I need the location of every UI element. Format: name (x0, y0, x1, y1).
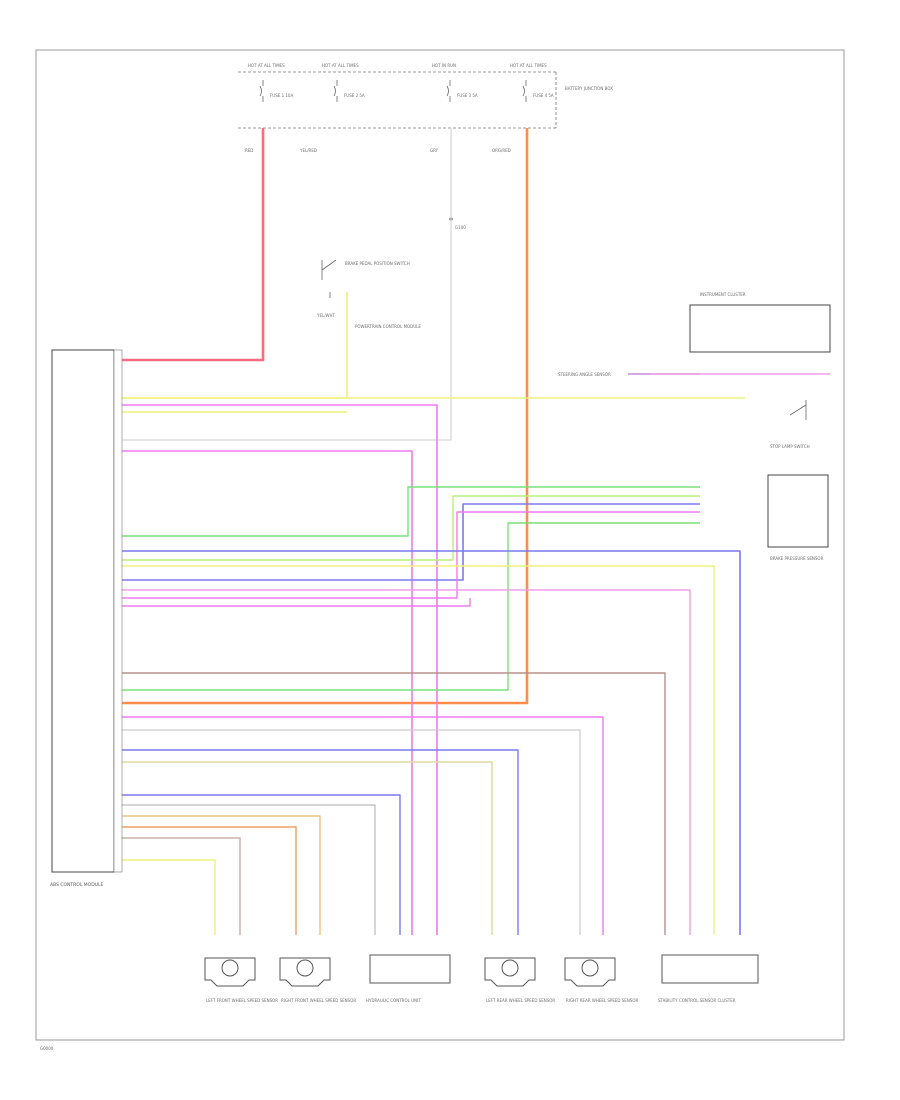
wire-blue-d (122, 794, 401, 935)
fuse-2-feed: HOT AT ALL TIMES (322, 63, 359, 68)
fuse-panel: HOT AT ALL TIMES HOT AT ALL TIMES HOT IN… (238, 63, 613, 153)
wire-bundle (122, 128, 830, 935)
wire-tan-b (122, 815, 321, 935)
wire-color-1: RED (245, 148, 253, 153)
wire-gray-c (122, 804, 376, 935)
wire-gray-b (122, 729, 581, 935)
wire-magenta-d (122, 716, 604, 935)
wire-brown-a (122, 672, 666, 935)
instrument-cluster-label: INSTRUMENT CLUSTER (700, 292, 746, 297)
sensor-name: LEFT FRONT WHEEL SPEED SENSOR (206, 998, 278, 1003)
steering-angle-label: STEERING ANGLE SENSOR (558, 372, 611, 377)
fuse-1-feed: HOT AT ALL TIMES (248, 63, 285, 68)
wheel-sensor-face (221, 959, 239, 977)
fuse-2-symbol (333, 80, 338, 102)
fuse-3-rating: FUSE 3 5A (457, 93, 478, 98)
wire-red-power (122, 128, 265, 362)
wire-blue-c (122, 749, 519, 935)
fuse-4-symbol (522, 80, 527, 102)
sensor-6: STABILITY CONTROL SENSOR CLUSTER (658, 954, 759, 1003)
wire-blue-a (122, 503, 700, 581)
brake-pressure-sensor-box (767, 474, 829, 548)
fuse-3-feed: HOT IN RUN (432, 63, 456, 68)
wire-color-4: ORG/RED (492, 148, 511, 153)
sensor-1: LEFT FRONT WHEEL SPEED SENSOR (204, 957, 278, 1003)
stop-lamp-switch-label: STOP LAMP SWITCH (770, 444, 810, 449)
sensor-name: HYDRAULIC CONTROL UNIT (366, 998, 421, 1003)
wire-green-c (122, 522, 700, 691)
wire-orange-b (122, 826, 297, 935)
brake-switch-name: BRAKE PEDAL POSITION SWITCH (345, 261, 410, 266)
wire-magenta-b (122, 511, 700, 599)
fuse-1-symbol (259, 80, 264, 102)
wire-color-2: YEL/RED (299, 148, 317, 153)
sensor-3: HYDRAULIC CONTROL UNIT (366, 954, 451, 1003)
sensor-name: STABILITY CONTROL SENSOR CLUSTER (658, 998, 736, 1003)
wire-magenta-1 (122, 404, 438, 935)
brake-switch-note: POWERTRAIN CONTROL MODULE (355, 324, 421, 329)
wire-green-b (122, 495, 700, 561)
wheel-sensor-face (296, 959, 314, 977)
fuse-3-symbol (446, 80, 451, 102)
fuse-panel-name: BATTERY JUNCTION BOX (565, 86, 613, 91)
abs-module: ABS CONTROL MODULE (50, 349, 123, 888)
fuse-4-rating: FUSE 4 5A (533, 93, 554, 98)
sensor-2: RIGHT FRONT WHEEL SPEED SENSOR (279, 957, 356, 1003)
wire-magenta-2 (122, 450, 413, 935)
wire-tan-a (122, 761, 493, 935)
wire-magenta-c (122, 598, 471, 607)
wire-green-a (122, 486, 700, 537)
fuse-1-rating: FUSE 1 10A (270, 93, 293, 98)
brake-pressure-sensor-label: BRAKE PRESSURE SENSOR (770, 556, 824, 561)
sensor-4: LEFT REAR WHEEL SPEED SENSOR (484, 957, 555, 1003)
wire-color-3: GRY (430, 148, 439, 153)
wire-yellow-d (122, 859, 216, 935)
wire-gray-ign (122, 128, 452, 441)
wire-orange-feed (122, 128, 529, 705)
brake-switch-wire: YEL/WHT (316, 313, 336, 318)
sensor-module-box (369, 954, 451, 984)
fuse-4-feed: HOT AT ALL TIMES (510, 63, 547, 68)
wheel-sensor-face (581, 959, 599, 977)
right-modules: INSTRUMENT CLUSTER STEERING ANGLE SENSOR… (558, 292, 831, 561)
brake-switch: BRAKE PEDAL POSITION SWITCH YEL/WHT POWE… (316, 217, 466, 329)
wire-yellow-brake (122, 292, 348, 399)
sensor-5: RIGHT REAR WHEEL SPEED SENSOR (564, 957, 638, 1003)
stop-lamp-switch-symbol (789, 400, 807, 420)
wire-blue-b (122, 550, 741, 935)
sensor-module-box (661, 954, 759, 984)
sensor-name: LEFT REAR WHEEL SPEED SENSOR (486, 998, 555, 1003)
abs-module-name: ABS CONTROL MODULE (50, 882, 103, 888)
ground-note: G100 (455, 225, 466, 230)
wheel-sensor-face (501, 959, 519, 977)
wire-brown-b (122, 837, 241, 935)
sensor-name: RIGHT FRONT WHEEL SPEED SENSOR (281, 998, 356, 1003)
outer-frame (35, 49, 845, 1041)
footer-code: G0000 (40, 1046, 54, 1051)
fuse-2-rating: FUSE 2 5A (344, 93, 365, 98)
brake-switch-symbol (321, 259, 337, 298)
instrument-cluster-box (689, 304, 831, 353)
abs-module-box (51, 349, 115, 873)
wire-pink-c (122, 589, 691, 935)
sensor-name: RIGHT REAR WHEEL SPEED SENSOR (566, 998, 638, 1003)
abs-module-pin-strip (113, 349, 123, 873)
wire-yellow-c (122, 565, 715, 935)
